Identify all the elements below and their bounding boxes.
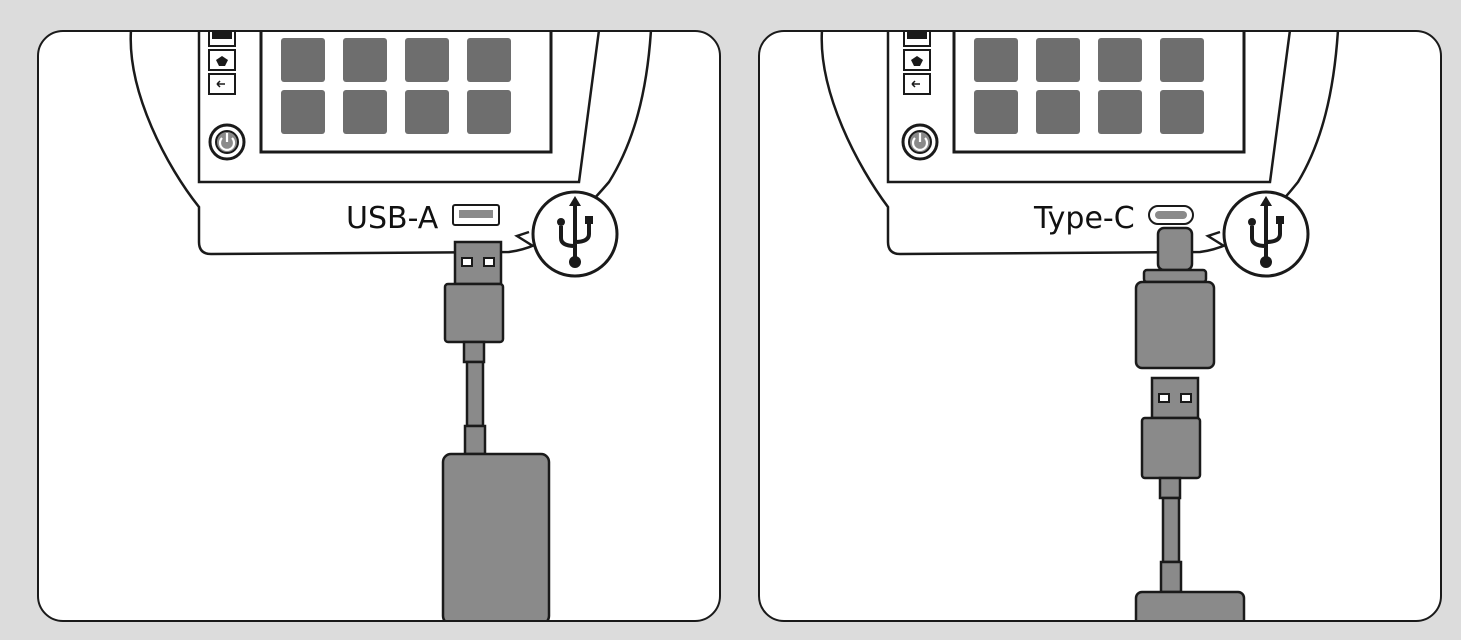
usb-icon — [1205, 190, 1310, 278]
port-label-usb-a: USB-A — [346, 201, 439, 236]
screen-app-tiles — [974, 38, 1204, 134]
usb-a-illustration: USB-A — [129, 32, 653, 620]
side-buttons — [903, 32, 931, 95]
type-c-connection-panel: Type-C — [758, 30, 1442, 622]
head-unit-housing — [129, 32, 653, 256]
power-icon — [208, 123, 246, 161]
power-icon — [901, 123, 939, 161]
screen-app-tiles — [281, 38, 511, 134]
usb-a-connection-panel: USB-A — [37, 30, 721, 622]
head-unit-housing — [820, 32, 1340, 256]
side-buttons — [208, 32, 236, 95]
usb-a-plug — [441, 240, 551, 620]
head-unit-bezel — [197, 32, 600, 184]
usb-c-port-icon — [1148, 205, 1194, 225]
type-c-illustration: Type-C — [820, 32, 1340, 620]
usb-a-port-icon — [452, 204, 500, 226]
port-label-type-c: Type-C — [1033, 201, 1135, 236]
usb-icon — [514, 190, 619, 278]
head-unit-bezel — [886, 32, 1291, 184]
usb-a-plug — [1134, 376, 1246, 620]
type-c-adapter — [1134, 226, 1216, 370]
